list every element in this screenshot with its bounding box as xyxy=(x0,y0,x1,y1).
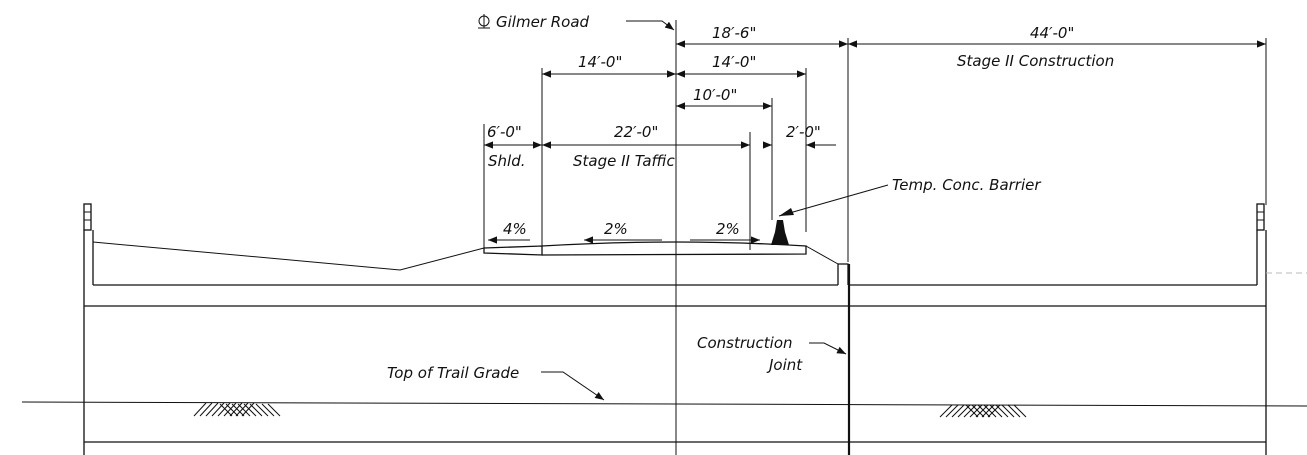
dimension-14-0-right-label: 14′-0" xyxy=(712,53,756,71)
centerline-symbol-icon xyxy=(478,14,490,29)
dimension-2-0-label: 2′-0" xyxy=(786,123,821,141)
earth-hatch-symbol-right-icon xyxy=(939,404,1027,418)
trail-grade: Top of Trail Grade xyxy=(21,364,1307,407)
temp-conc-barrier: Temp. Conc. Barrier xyxy=(771,176,1041,245)
dimension-22-0: 22′-0" Stage II Taffic xyxy=(542,123,750,170)
slope-2-right-label: 2% xyxy=(716,220,740,238)
construction-joint: Construction Joint xyxy=(697,264,851,455)
slope-2-percent-left: 2% xyxy=(584,220,662,244)
dimension-18-6-label: 18′-6" xyxy=(712,24,756,42)
dimension-22-0-label: 22′-0" xyxy=(614,123,658,141)
construction-joint-label-2: Joint xyxy=(766,356,803,374)
roadway-deck xyxy=(92,241,839,271)
dimension-14-0-right: 14′-0" xyxy=(676,53,806,78)
dimension-44-0: 44′-0" Stage II Construction xyxy=(848,24,1266,70)
shoulder-label: Shld. xyxy=(488,152,526,170)
trail-grade-label: Top of Trail Grade xyxy=(387,364,519,382)
bridge-structure xyxy=(83,203,1307,455)
dimension-6-0: 6′-0" Shld. xyxy=(484,123,542,170)
slope-4-label: 4% xyxy=(503,220,527,238)
slope-2-left-label: 2% xyxy=(604,220,628,238)
extension-lines xyxy=(483,38,1267,262)
dimension-44-0-label: 44′-0" xyxy=(1030,24,1074,42)
dimension-14-0-left: 14′-0" xyxy=(542,53,676,78)
dimension-6-0-label: 6′-0" xyxy=(487,123,522,141)
slope-2-percent-right: 2% xyxy=(690,220,760,244)
right-parapet xyxy=(1256,203,1267,455)
dimension-14-0-left-label: 14′-0" xyxy=(578,53,622,71)
dimension-10-0: 10′-0" xyxy=(676,86,772,110)
centerline-gilmer-road: Gilmer Road xyxy=(478,13,677,455)
earth-hatch-symbol-left-icon xyxy=(193,402,281,417)
temp-barrier-label: Temp. Conc. Barrier xyxy=(892,176,1041,194)
stage2-construction-label: Stage II Construction xyxy=(957,52,1114,70)
dimension-10-0-label: 10′-0" xyxy=(693,86,737,104)
centerline-label: Gilmer Road xyxy=(496,13,590,31)
stage2-traffic-label: Stage II Taffic xyxy=(573,152,676,170)
left-parapet xyxy=(83,203,94,455)
slope-4-percent: 4% xyxy=(488,220,530,244)
dimension-18-6: 18′-6" xyxy=(676,24,848,48)
construction-joint-label-1: Construction xyxy=(697,334,793,352)
dimension-2-0: 2′-0" xyxy=(763,123,836,149)
